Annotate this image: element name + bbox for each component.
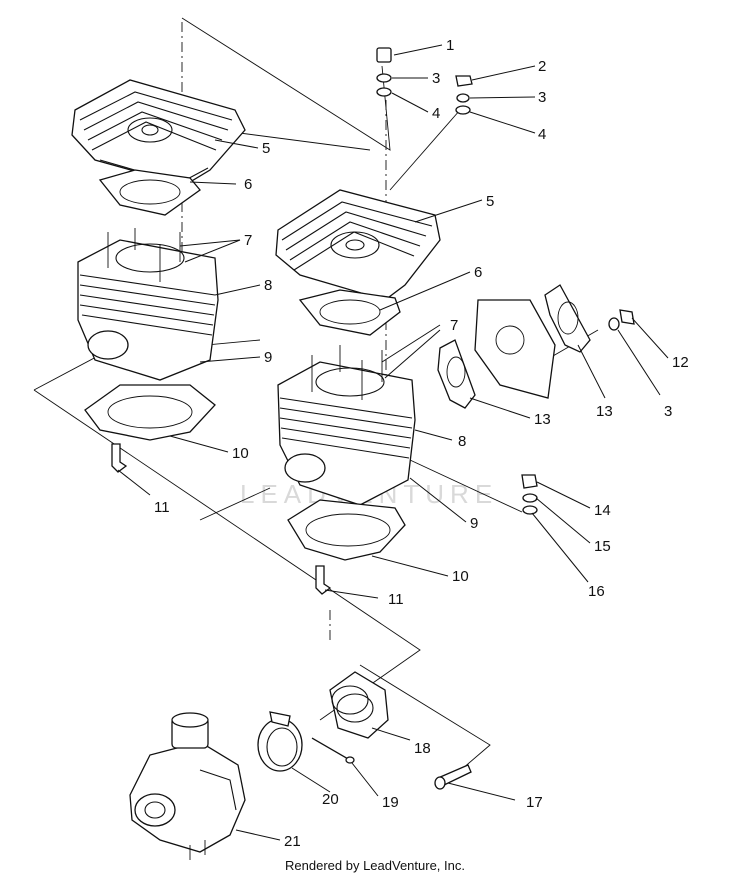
nut-washer-right	[608, 309, 635, 331]
callout-19: 19	[382, 794, 399, 811]
callout-3: 3	[432, 70, 440, 87]
callout-12: 12	[672, 354, 689, 371]
nut-washer-stack	[521, 474, 538, 515]
clamp-screw	[311, 737, 355, 764]
callout-13: 13	[534, 411, 551, 428]
callout-7: 7	[450, 317, 458, 334]
callout-3: 3	[538, 89, 546, 106]
callout-5: 5	[262, 140, 270, 157]
callout-10: 10	[232, 445, 249, 462]
head-gasket-left	[98, 169, 201, 216]
callout-1: 1	[446, 37, 454, 54]
callout-20: 20	[322, 791, 339, 808]
hardware-stack-right	[455, 75, 473, 115]
callout-14: 14	[594, 502, 611, 519]
head-gasket-right	[298, 289, 401, 336]
leader-lines	[117, 44, 669, 841]
exhaust-bracket	[474, 299, 556, 399]
callout-2: 2	[538, 58, 546, 75]
render-credit: Rendered by LeadVenture, Inc.	[285, 858, 465, 873]
callout-21: 21	[284, 833, 301, 850]
callout-13: 13	[596, 403, 613, 420]
cylinder-left	[77, 228, 219, 381]
callout-16: 16	[588, 583, 605, 600]
cylinder-head-left	[71, 79, 246, 186]
cylinder-right	[277, 345, 416, 506]
callout-8: 8	[264, 277, 272, 294]
cylinder-head-right	[275, 189, 441, 301]
callout-11: 11	[154, 499, 170, 516]
hose-clamp	[257, 711, 303, 772]
callout-8: 8	[458, 433, 466, 450]
fitting-right	[315, 565, 332, 595]
callout-6: 6	[474, 264, 482, 281]
base-gasket-right	[287, 499, 406, 561]
callout-18: 18	[414, 740, 431, 757]
intake-boot	[329, 671, 389, 739]
hardware-stack-left	[376, 47, 392, 97]
flange-gasket-lower	[437, 339, 476, 409]
callout-9: 9	[470, 515, 478, 532]
carburetor	[129, 712, 246, 860]
callout-3: 3	[664, 403, 672, 420]
callout-17: 17	[526, 794, 543, 811]
callout-labels: 1 2 3 3 4 4 5 5 6 6 7 7 8 8 9 9 10 10 11…	[154, 37, 689, 850]
callout-4: 4	[538, 126, 546, 143]
mounting-bolt	[434, 764, 472, 790]
callout-6: 6	[244, 176, 252, 193]
callout-15: 15	[594, 538, 611, 555]
callout-10: 10	[452, 568, 469, 585]
fitting-left	[111, 443, 128, 473]
callout-5: 5	[486, 193, 494, 210]
base-gasket-left	[84, 384, 216, 441]
callout-4: 4	[432, 105, 440, 122]
callout-7: 7	[244, 232, 252, 249]
callout-9: 9	[264, 349, 272, 366]
callout-11: 11	[388, 591, 404, 608]
flange-gasket-upper	[544, 284, 591, 353]
